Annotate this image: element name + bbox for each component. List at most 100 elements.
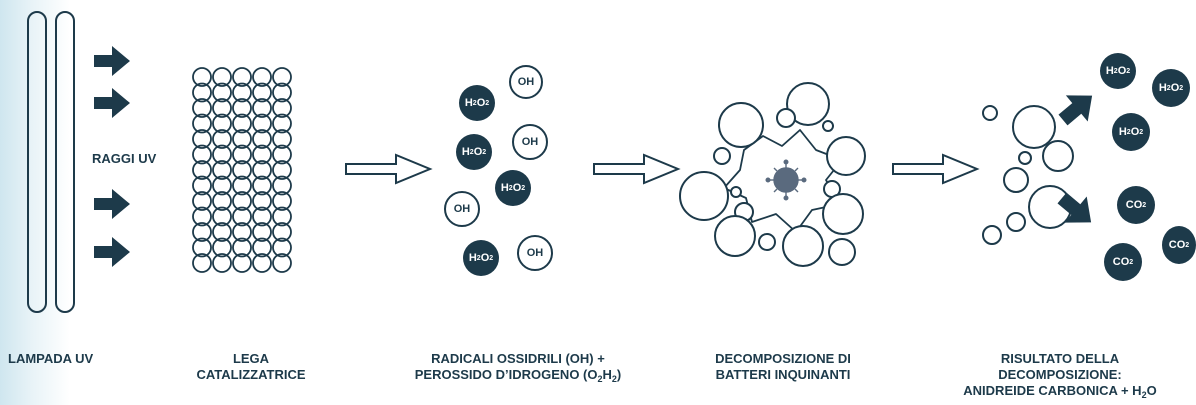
lattice-cell [212,129,232,149]
lattice-cell [212,82,232,103]
lattice-cell [192,160,212,180]
lattice-cell [252,113,272,134]
lamp-label: LAMPADA UV [8,351,94,366]
decomposition-cluster [679,82,866,267]
lattice-cell [192,82,212,103]
lattice-cell [252,144,272,165]
lattice-cell [252,253,272,273]
lattice-cell [192,98,212,118]
result-bubbles [982,105,1074,245]
oh-molecule: OH [517,235,553,271]
uv-arrow-icon [94,88,130,118]
lattice-cell [212,144,232,165]
lattice-cell [192,237,212,258]
uv-ray-arrows [94,46,130,267]
lattice-cell [252,206,272,227]
lattice-cell [212,206,232,227]
lattice-cell [192,144,212,165]
lattice-cell [272,237,292,258]
alloy-label: LEGA CATALIZZATRICE [171,351,331,383]
lattice-cell [192,191,212,211]
uv-rays-label: RAGGI UV [92,151,157,166]
lattice-cell [212,160,232,180]
lattice-cell [212,191,232,211]
lattice-cell [212,67,232,87]
lattice-cell [272,222,292,242]
arrow-down-right-icon [1057,192,1092,223]
lattice-cell [252,222,272,242]
result-label-line3: ANIDREIDE CARBONICA + H2O [963,383,1157,400]
lattice-cell [252,98,272,118]
oh-molecule: OH [509,65,543,99]
lattice-cell [272,67,292,87]
lattice-cell [252,82,272,103]
oh-molecule: OH [512,124,548,160]
lattice-cell [192,175,212,196]
arrow-up-right-icon [1058,95,1093,126]
lattice-cell [252,175,272,196]
lattice-cell [232,98,252,118]
process-arrow-icon [593,153,681,185]
radicals-label: RADICALI OSSIDRILI (OH) + PEROSSIDO D’ID… [388,351,648,387]
uv-arrow-icon [94,237,130,267]
alloy-label-line2: CATALIZZATRICE [196,367,306,382]
result-label-line1: RISULTATO DELLA [1000,351,1120,366]
lattice-cell [232,253,252,273]
decomposition-label-line2: BATTERI INQUINANTI [715,367,851,382]
lattice-cell [252,129,272,149]
lattice-cell [192,206,212,227]
lattice-cell [272,98,292,118]
result-arrows [1057,95,1093,223]
lattice-cell [212,175,232,196]
lattice-cell [232,237,252,258]
lattice-cell [252,67,272,87]
lattice-cell [232,175,252,196]
result-label: RISULTATO DELLA DECOMPOSIZIONE: ANIDREID… [944,351,1176,403]
oh-molecule: OH [444,191,480,227]
lattice-cell [232,160,252,180]
lattice-cell [212,98,232,118]
lattice-cell [232,222,252,242]
lattice-cell [212,222,232,242]
lattice-cell [232,206,252,227]
background-edge-tint [0,0,70,405]
decomposition-label-line1: DECOMPOSIZIONE DI [715,351,851,366]
lattice-cell [272,191,292,211]
lattice-cell [252,160,272,180]
result-label-line2: DECOMPOSIZIONE: [998,367,1122,382]
lattice-cell [212,237,232,258]
lattice-cell [272,253,292,273]
lattice-cell [272,175,292,196]
lattice-cell [272,160,292,180]
bacteria-icon [765,159,807,201]
lattice-cell [272,129,292,149]
decomposition-label: DECOMPOSIZIONE DI BATTERI INQUINANTI [688,351,878,383]
lattice-cell [192,222,212,242]
lattice-cell [192,253,212,273]
lattice-cell [252,237,272,258]
lattice-cell [232,82,252,103]
uv-arrow-icon [94,46,130,76]
uv-arrow-icon [94,189,130,219]
lattice-cell [272,144,292,165]
lattice-cell [252,191,272,211]
lattice-cell [192,129,212,149]
lattice-cell [272,206,292,227]
catalyst-lattice-icon [192,67,292,273]
radicals-label-line1: RADICALI OSSIDRILI (OH) + [431,351,605,366]
process-arrow-icon [345,153,433,185]
uv-lamp-icon [27,11,75,313]
lattice-cell [232,67,252,87]
radicals-label-line2: PEROSSIDO D’IDROGENO (O2H2) [414,367,622,384]
